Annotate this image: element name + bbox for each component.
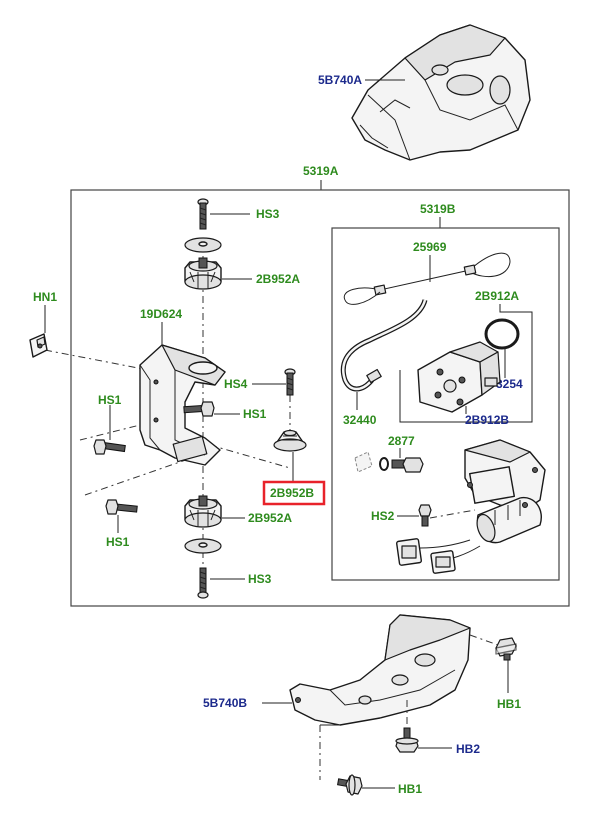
mount-top-part[interactable] — [184, 257, 222, 290]
center-line-lower3 — [469, 634, 499, 646]
hs1-left-label: HS1 — [98, 393, 122, 407]
hb1-right-label: HB1 — [497, 697, 521, 711]
oring-label: 3254 — [496, 377, 523, 391]
lower-cover-label: 5B740B — [203, 696, 247, 710]
hb2-label: HB2 — [456, 742, 480, 756]
mount-bottom-part[interactable] — [184, 495, 222, 528]
lower-cover-part[interactable] — [289, 614, 471, 726]
washer-bottom[interactable] — [184, 538, 222, 554]
nut-hn1[interactable] — [29, 333, 48, 358]
kit-frame — [70, 189, 570, 607]
bolt-hs1-mid[interactable] — [183, 401, 215, 417]
center-line-left2 — [84, 454, 201, 496]
hn1-label: HN1 — [33, 290, 57, 304]
bracket-part[interactable] — [139, 344, 226, 466]
hb1-bottom-label: HB1 — [398, 782, 422, 796]
valve-part[interactable] — [354, 451, 424, 473]
seal-kit-bracket-line — [399, 304, 533, 423]
bolt-hb1-bottom[interactable] — [337, 774, 363, 796]
head-kit-label: 2B912B — [465, 413, 509, 427]
compressor-kit-frame — [331, 227, 560, 581]
cylinder-head-part[interactable] — [417, 341, 501, 413]
bolt-hb1-right[interactable] — [495, 637, 517, 661]
bolt-hs1-bottom[interactable] — [105, 499, 138, 515]
strap-label: 25969 — [413, 240, 447, 254]
hose-part[interactable] — [340, 299, 428, 392]
upper-cover-label: 5B740A — [318, 73, 362, 87]
hs4-label: HS4 — [224, 377, 248, 391]
upper-cover-part[interactable] — [351, 24, 531, 161]
strap-part[interactable] — [343, 252, 511, 305]
isolator-part[interactable] — [273, 429, 307, 452]
bolt-hs1-left[interactable] — [93, 439, 126, 455]
compressor-kit-label: 5319B — [420, 202, 456, 216]
hs1-mid-label: HS1 — [243, 407, 267, 421]
bolt-hs3-bottom[interactable] — [197, 567, 209, 599]
kit-label: 5319A — [303, 164, 339, 178]
bolt-hs3-top[interactable] — [197, 198, 209, 230]
center-line-left1 — [79, 424, 141, 441]
compressor-assembly[interactable] — [395, 439, 546, 574]
center-line-hs2 — [429, 509, 476, 519]
isolator-label: 2B952B — [270, 486, 314, 500]
isolator-highlight-box — [262, 480, 326, 506]
mount-bottom-label: 2B952A — [248, 511, 292, 525]
center-line-isolator — [209, 444, 291, 469]
seal-kit-label: 2B912A — [475, 289, 519, 303]
bracket-label: 19D624 — [140, 307, 182, 321]
hs2-label: HS2 — [371, 509, 395, 523]
bolt-hs4[interactable] — [284, 368, 296, 396]
mount-top-label: 2B952A — [256, 272, 300, 286]
hs3-top-label: HS3 — [256, 207, 280, 221]
bolt-hb2[interactable] — [395, 727, 419, 753]
bolt-hs2[interactable] — [418, 504, 432, 527]
oring-part[interactable] — [484, 318, 520, 350]
hose-label: 32440 — [343, 413, 377, 427]
valve-label: 2877 — [388, 434, 415, 448]
washer-top[interactable] — [184, 237, 222, 253]
hs1-bottom-label: HS1 — [106, 535, 130, 549]
hs3-bottom-label: HS3 — [248, 572, 272, 586]
